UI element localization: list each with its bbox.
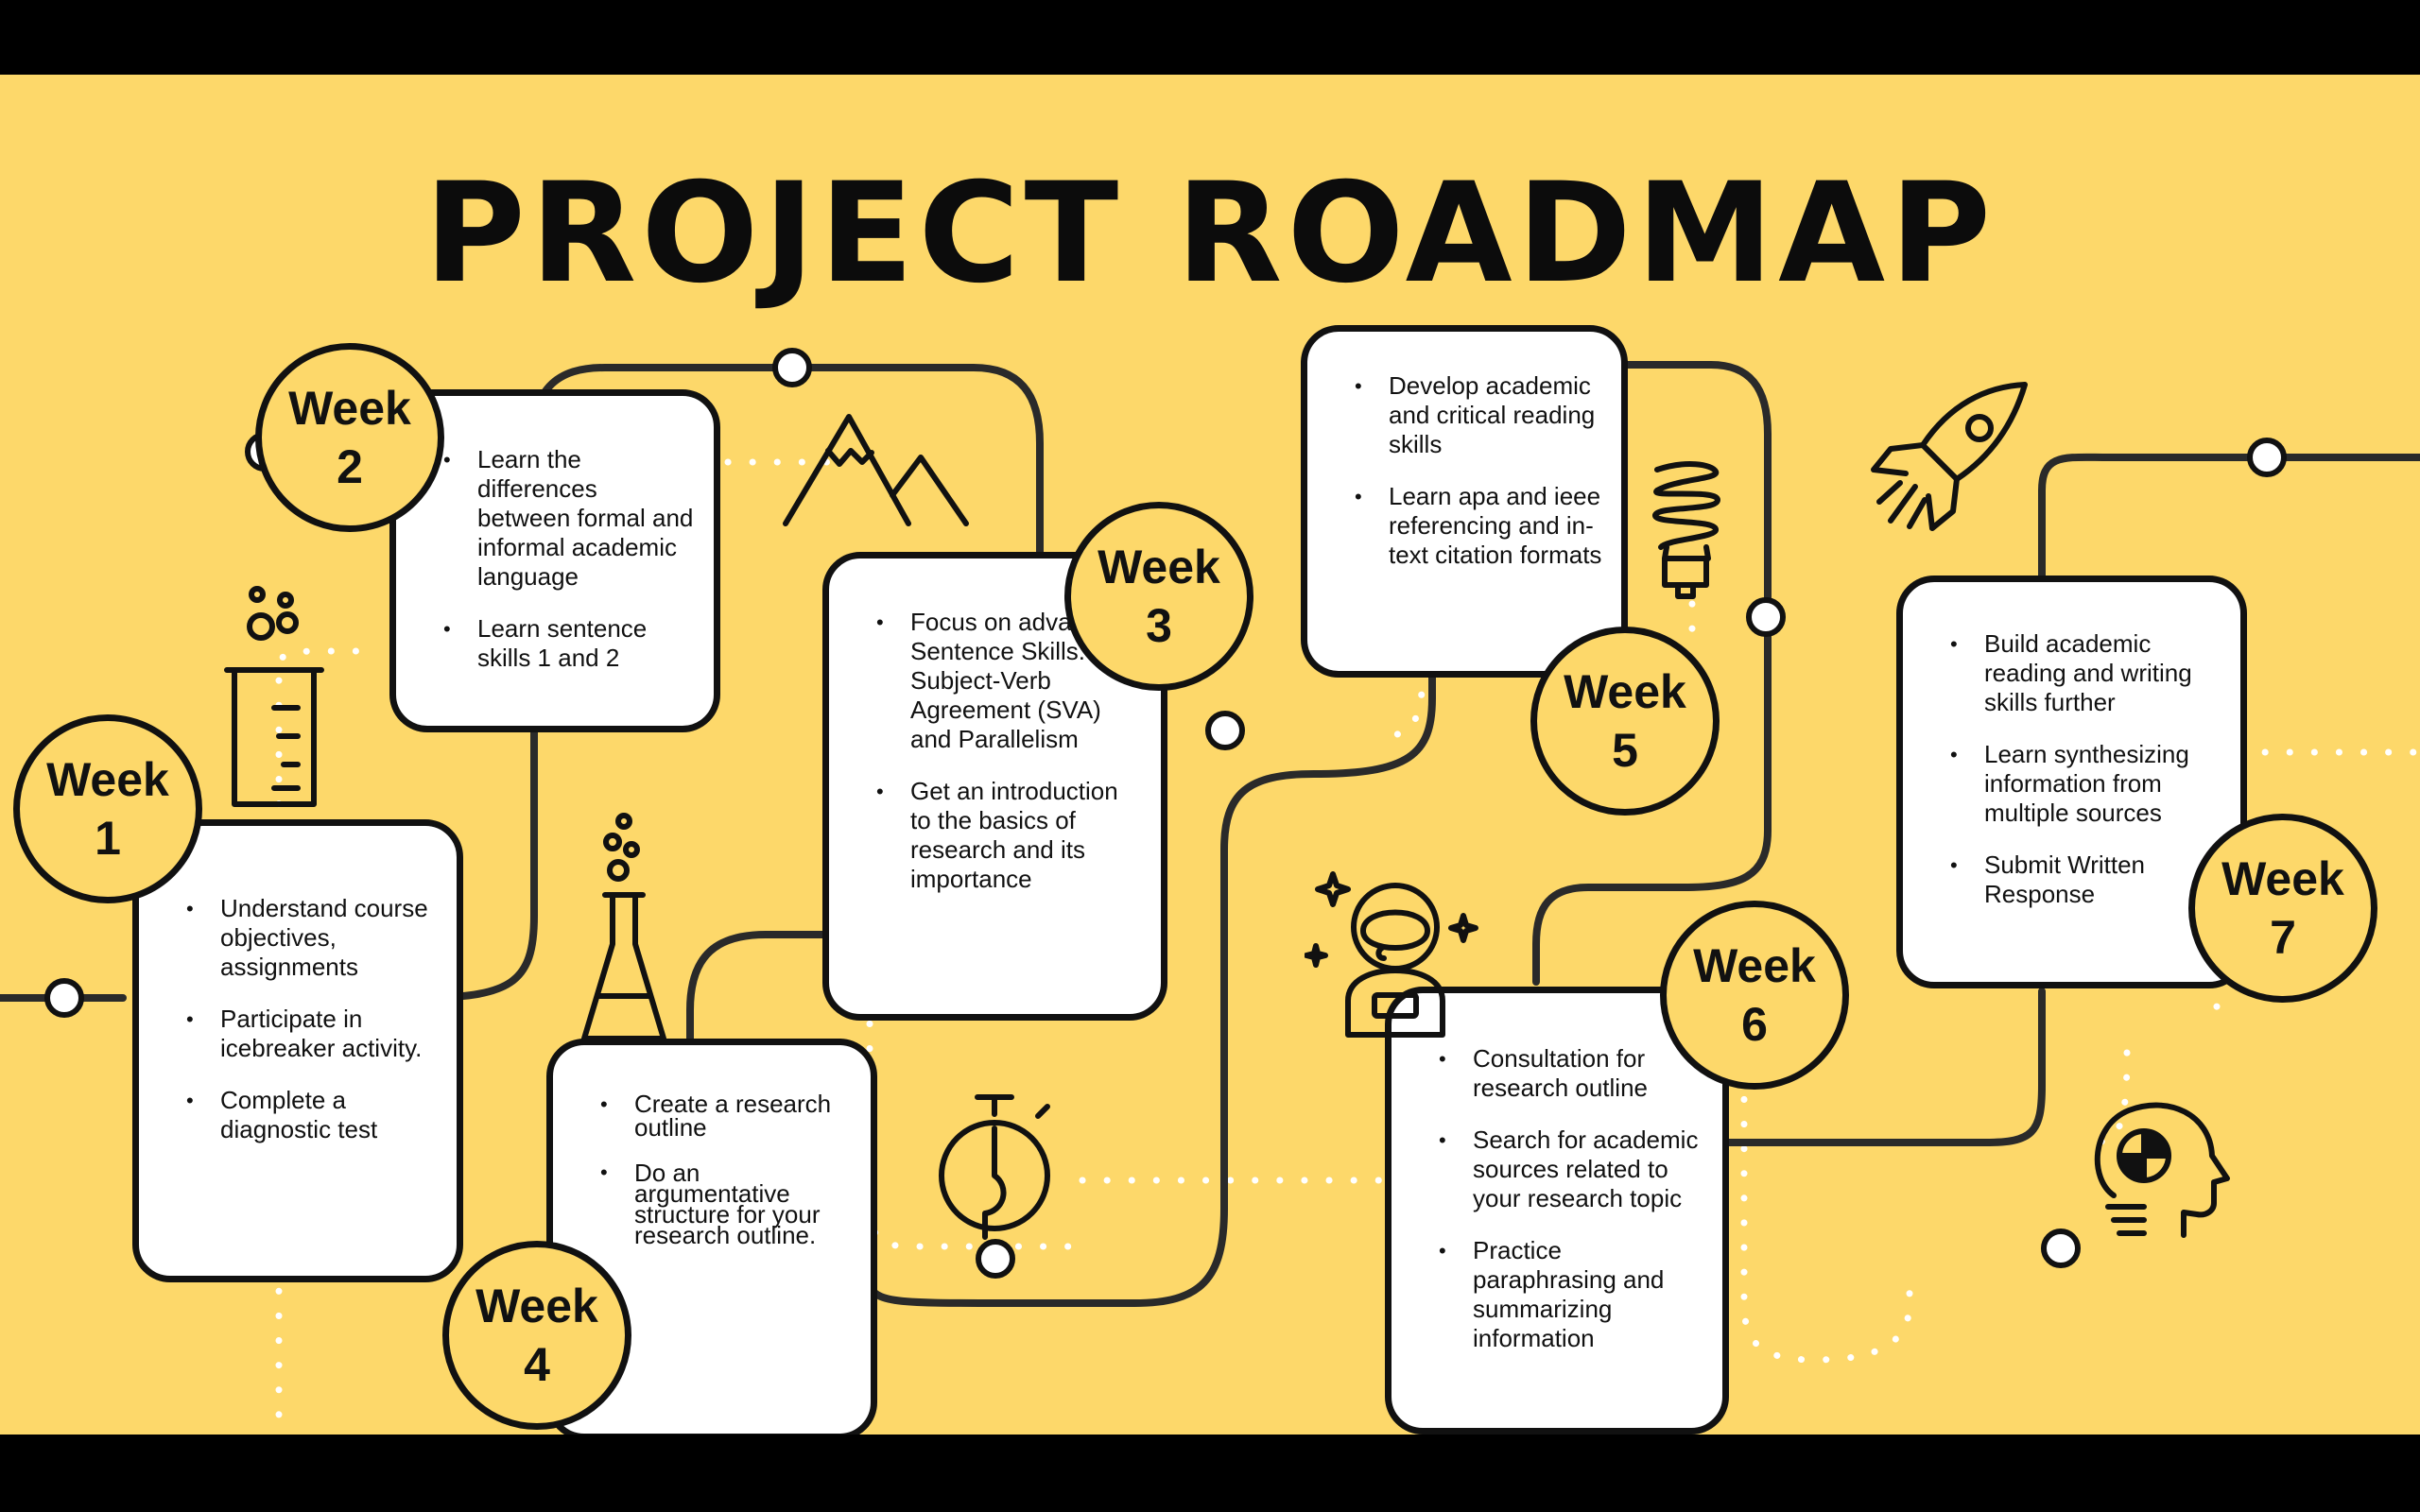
week-2-label: Week [288, 382, 411, 435]
week-1-badge: Week 1 [13, 714, 202, 903]
week-1-item-1: Understand course objectives, assignment… [186, 894, 438, 982]
astronaut-icon [1305, 871, 1478, 1038]
week-5-list: Develop academic and critical reading sk… [1349, 371, 1606, 570]
week-7-badge: Week 7 [2188, 814, 2377, 1003]
week-1-item-3: Complete a diagnostic test [186, 1086, 438, 1144]
week-1-list: Understand course objectives, assignment… [181, 894, 438, 1144]
week-3-number: 3 [1146, 599, 1172, 652]
week-7-number: 7 [2270, 911, 2296, 964]
head-gear-icon [2094, 1102, 2230, 1238]
week-4-list: Create a research outline Do an argument… [595, 1091, 854, 1247]
week-2-item-1: Learn the differences between formal and… [443, 445, 697, 592]
week-5-card: Develop academic and critical reading sk… [1301, 325, 1628, 678]
stopwatch-icon [939, 1094, 1050, 1240]
week-2-number: 2 [337, 440, 363, 493]
week-2-card: Learn the differences between formal and… [389, 389, 720, 732]
week-5-badge: Week 5 [1530, 627, 1720, 816]
week-7-item-1: Build academic reading and writing skill… [1950, 629, 2223, 717]
week-2-list: Learn the differences between formal and… [438, 445, 697, 673]
week-6-list: Consultation for research outline Search… [1433, 1044, 1705, 1353]
rocket-icon [1871, 382, 2028, 531]
week-3-badge: Week 3 [1064, 502, 1253, 691]
week-3-item-2: Get an introduction to the basics of res… [876, 777, 1144, 894]
flask-icon [581, 813, 666, 1041]
week-6-label: Week [1693, 939, 1816, 992]
lightbulb-icon [1651, 461, 1720, 599]
week-7-card: Build academic reading and writing skill… [1896, 576, 2247, 988]
week-1-card: Understand course objectives, assignment… [132, 819, 463, 1282]
week-4-item-1: Create a research outline [600, 1091, 854, 1140]
week-2-badge: Week 2 [255, 343, 444, 532]
week-5-label: Week [1564, 665, 1686, 718]
beaker-icon [224, 586, 324, 807]
week-4-label: Week [475, 1280, 598, 1332]
week-7-label: Week [2221, 852, 2344, 905]
week-2-item-2: Learn sentence skills 1 and 2 [443, 614, 697, 673]
week-7-item-2: Learn synthesizing information from mult… [1950, 740, 2223, 828]
week-6-item-2: Search for academic sources related to y… [1439, 1125, 1705, 1213]
week-1-label: Week [46, 753, 169, 806]
page-title: PROJECT ROADMAP [424, 153, 1996, 314]
week-6-item-1: Consultation for research outline [1439, 1044, 1705, 1103]
week-6-badge: Week 6 [1660, 901, 1849, 1090]
week-7-item-3: Submit Written Response [1950, 850, 2223, 909]
week-5-item-1: Develop academic and critical reading sk… [1355, 371, 1606, 459]
week-3-list: Focus on advanced Sentence Skills: Subje… [871, 608, 1144, 894]
week-4-item-2: Do an argumentative structure for your r… [600, 1160, 854, 1247]
week-3-label: Week [1098, 541, 1220, 593]
mountains-icon [783, 414, 969, 526]
week-6-item-3: Practice paraphrasing and summarizing in… [1439, 1236, 1705, 1353]
week-1-item-2: Participate in icebreaker activity. [186, 1005, 438, 1063]
week-4-badge: Week 4 [442, 1241, 631, 1430]
week-1-number: 1 [95, 812, 121, 865]
week-7-list: Build academic reading and writing skill… [1945, 629, 2223, 909]
week-3-card: Focus on advanced Sentence Skills: Subje… [822, 552, 1167, 1021]
week-6-number: 6 [1741, 998, 1768, 1051]
week-5-item-2: Learn apa and ieee referencing and in-te… [1355, 482, 1606, 570]
week-6-card: Consultation for research outline Search… [1385, 987, 1729, 1435]
week-5-number: 5 [1612, 724, 1638, 777]
roadmap-canvas: PROJECT ROADMAP Understand course object… [0, 75, 2420, 1435]
week-4-number: 4 [524, 1338, 550, 1391]
